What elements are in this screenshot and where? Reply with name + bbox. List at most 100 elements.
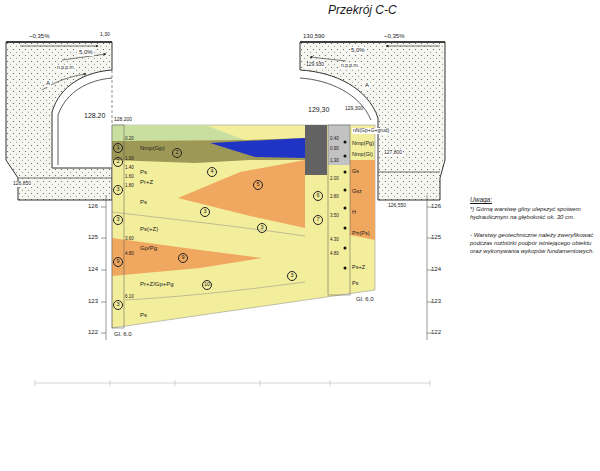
- drawing-label: 1.40: [125, 165, 134, 170]
- drawing-label: 1.60: [125, 174, 134, 179]
- drawing-part: [6, 41, 112, 43]
- drawing-part: [112, 212, 305, 236]
- drawing-label: 123: [431, 298, 441, 305]
- drawing-part: [42, 74, 86, 90]
- drawing-label: 5,0%: [78, 49, 94, 56]
- drawing-label: Ps: [352, 280, 358, 286]
- drawing-label: Ps: [140, 199, 147, 206]
- drawing-part: [112, 125, 375, 328]
- callout-number: 3: [260, 225, 263, 231]
- drawing-label: 128.20: [84, 112, 105, 120]
- drawing-label: 5,0%: [350, 47, 366, 54]
- callout-number: 10: [204, 282, 210, 288]
- drawing-label: 128,200: [114, 117, 132, 123]
- drawing-label: 0.90: [330, 146, 339, 151]
- callout-circle: 4: [207, 167, 217, 177]
- drawing-label: 124: [431, 266, 441, 273]
- drawing-part: [260, 380, 261, 386]
- drawing-label: Ps: [140, 169, 147, 176]
- table-rule: [35, 380, 430, 386]
- drawing-part: [330, 380, 331, 386]
- drawing-label: 129,30: [308, 106, 329, 114]
- drawing-part: [112, 138, 305, 163]
- drawing-label: n.p.p.m.: [56, 65, 76, 71]
- drawing-label: 126,850: [12, 181, 32, 187]
- drawing-label: 126,550: [388, 203, 406, 209]
- callout-circle: 3: [113, 185, 123, 195]
- callout-number: 4: [210, 169, 213, 175]
- drawing-part: [101, 207, 106, 208]
- callout-number: 6: [316, 193, 319, 199]
- drawing-part: [344, 141, 347, 144]
- soil-section: [112, 125, 375, 328]
- drawing-label: Ps: [140, 312, 147, 319]
- note-text: - Warstwy geotechniczne należy zweryfiko…: [470, 232, 595, 255]
- drawing-part: [350, 160, 375, 240]
- drawing-label: 1,30: [100, 32, 110, 38]
- drawing-part: [106, 195, 107, 340]
- drawing-part: [310, 57, 346, 61]
- drawing-part: [101, 270, 106, 271]
- drawing-part: [175, 380, 176, 386]
- drawing-part: [210, 138, 305, 158]
- callout-circle: 5: [253, 180, 263, 190]
- drawing-part: [178, 160, 305, 228]
- drawing-label: 0.40: [330, 136, 339, 141]
- drawing-part: [35, 383, 430, 384]
- drawing-label: Ps+Z: [352, 264, 365, 270]
- callout-number: 3: [116, 187, 119, 193]
- callout-circle: 3: [113, 215, 123, 225]
- drawing-part: [112, 125, 245, 141]
- drawing-label: Ps(+Z): [140, 226, 158, 233]
- drawing-part: [344, 171, 347, 174]
- drawing-part: [20, 46, 98, 47]
- callout-number: 9: [116, 259, 119, 265]
- callout-circle: 1: [113, 143, 123, 153]
- drawing-label: 129,300: [345, 106, 363, 112]
- elevation-scale: [101, 195, 432, 340]
- drawing-part: [110, 380, 111, 386]
- drawing-part: [125, 282, 305, 300]
- drawing-part: [344, 189, 347, 192]
- drawing-part: [101, 302, 106, 303]
- drawing-label: 122: [431, 329, 441, 336]
- drawing-part: [328, 125, 350, 165]
- drawing-label: 1.30: [330, 158, 339, 163]
- drawing-label: 129,930: [305, 62, 325, 68]
- callout-number: 1: [116, 145, 119, 151]
- callout-number: 2: [116, 159, 119, 165]
- drawing-label: Gl. 6.0: [114, 331, 132, 338]
- callout-number: 3: [116, 302, 119, 308]
- drawing-part: [35, 380, 36, 386]
- callout-circle: 9: [178, 253, 188, 263]
- drawing-part: [58, 78, 112, 165]
- drawing-part: [328, 125, 350, 295]
- callout-circle: 7: [313, 215, 323, 225]
- drawing-label: Nmp(Gp): [140, 145, 165, 152]
- callout-circle: 6: [313, 191, 323, 201]
- drawing-part: [6, 42, 112, 200]
- drawing-label: Gs: [352, 168, 359, 174]
- callout-number: 3: [203, 209, 206, 215]
- callout-circle: 2: [172, 148, 182, 158]
- drawing-label: 4.80: [125, 251, 134, 256]
- callout-circle: 3: [200, 207, 210, 217]
- callout-number: 9: [181, 255, 184, 261]
- drawing-part: [344, 247, 347, 250]
- callout-number: 3: [290, 273, 293, 279]
- drawing-part: [112, 125, 124, 328]
- drawing-label: Pr+Z: [140, 179, 153, 186]
- drawing-label: 1.00: [125, 156, 134, 161]
- drawing-part: [300, 41, 445, 43]
- callout-circle: 3: [113, 300, 123, 310]
- drawing-label: Pr+Z/Gp+Pg: [140, 281, 174, 288]
- drawing-label: 3.50: [330, 213, 339, 218]
- drawing-label: A: [364, 82, 370, 89]
- drawing-label: nN(Gp+G+grud): [352, 128, 390, 134]
- drawing-label: ~0,35%: [384, 33, 405, 40]
- drawing-label: 122: [88, 329, 98, 336]
- drawing-part: [101, 238, 106, 239]
- drawing-label: 126: [431, 203, 441, 210]
- drawing-part: [112, 238, 262, 276]
